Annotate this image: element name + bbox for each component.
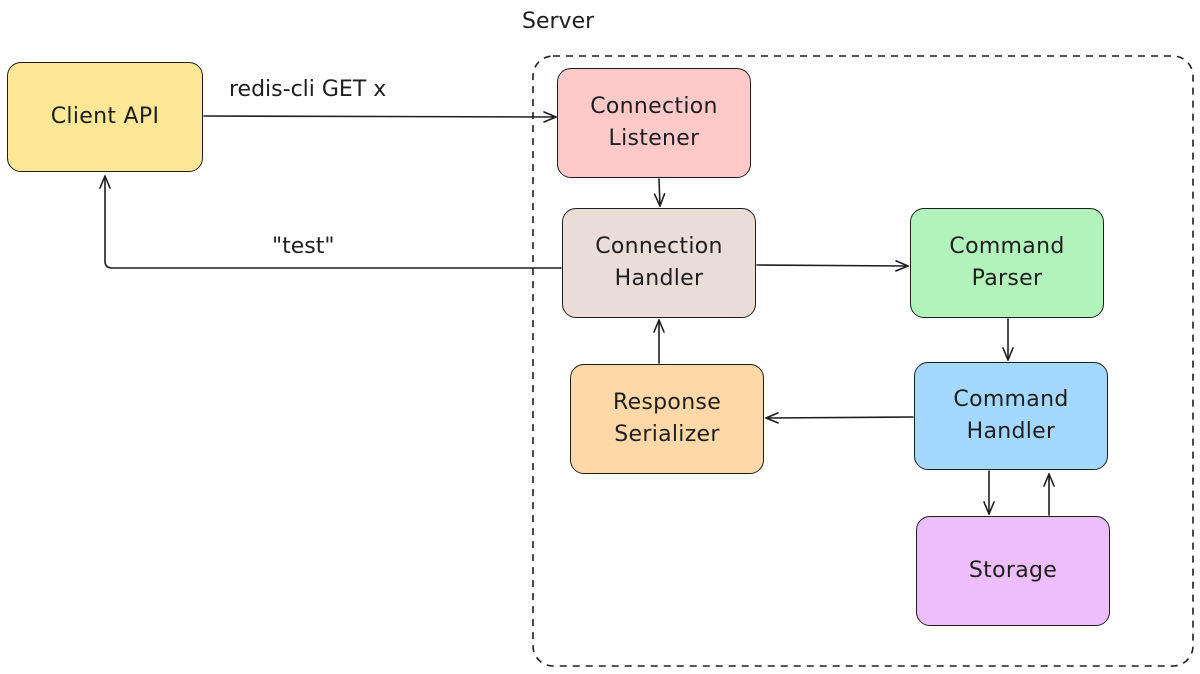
- connection-listener-node: Connection Listener: [557, 68, 751, 178]
- command-handler-node: Command Handler: [914, 362, 1108, 470]
- server-label: Server: [522, 9, 595, 34]
- client-api-label: Client API: [50, 104, 160, 129]
- command-parser-label: Command Parser: [949, 234, 1065, 291]
- server-boundary: [532, 55, 1194, 667]
- command-parser-node: Command Parser: [910, 208, 1104, 318]
- connection-handler-label: Connection Handler: [595, 234, 723, 291]
- request-edge-label: redis-cli GET x: [229, 77, 387, 102]
- storage-node: Storage: [916, 516, 1110, 626]
- connection-listener-label: Connection Listener: [590, 94, 718, 151]
- response-serializer-node: Response Serializer: [570, 364, 764, 474]
- arrow-listener-to-handler: [653, 178, 666, 207]
- arrow-command-handler-to-serializer: [765, 412, 914, 424]
- connection-handler-node: Connection Handler: [562, 208, 756, 318]
- arrow-handler-to-parser: [756, 260, 909, 272]
- command-handler-label: Command Handler: [953, 387, 1069, 444]
- client-api-node: Client API: [7, 62, 203, 172]
- arrow-client-to-listener: [203, 111, 557, 123]
- storage-label: Storage: [968, 558, 1058, 583]
- arrow-handler-to-client: [99, 175, 562, 269]
- response-serializer-label: Response Serializer: [612, 390, 722, 447]
- reply-edge-label: "test": [272, 234, 335, 259]
